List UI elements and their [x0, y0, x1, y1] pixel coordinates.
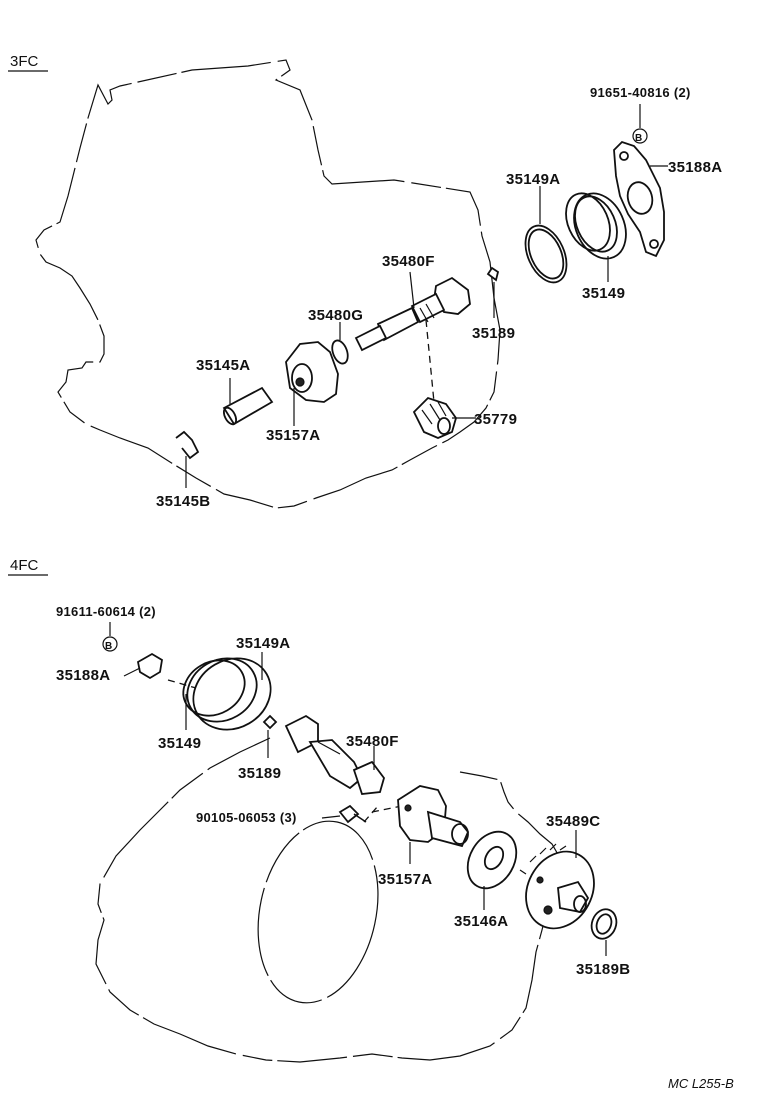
part-35189-clip	[486, 266, 500, 282]
case-bore-outline	[257, 820, 379, 1004]
bolt-spec-91611: 91611-60614 (2)	[56, 604, 156, 619]
bolt-marker-b-letter: B	[105, 641, 113, 652]
alignment-line-gear	[425, 319, 435, 403]
transaxle-case-outline-4fc	[95, 737, 561, 1063]
transaxle-case-outline-3fc	[35, 59, 501, 509]
diagram-code: MC L255-B	[668, 1076, 734, 1091]
part-35157a-sleeve	[397, 785, 470, 848]
section-title-4fc: 4FC	[10, 557, 39, 574]
bolt-marker-b	[102, 636, 118, 652]
part-35149-sleeve	[182, 657, 272, 731]
label-35489c: 35489C	[546, 813, 600, 830]
label-35157a: 35157A	[266, 427, 320, 444]
label-35188a: 35188A	[56, 667, 110, 684]
label-35188a: 35188A	[668, 159, 722, 176]
label-35480f: 35480F	[382, 253, 435, 270]
section-3fc: 3FC 91651-40816 (2) B 35188A 35149A	[8, 53, 722, 510]
section-4fc: 4FC 91611-60614 (2) B 35188A 35149A 3514…	[8, 557, 630, 1063]
part-35188a-bracket	[136, 652, 163, 680]
part-35145b-clip	[175, 430, 200, 460]
label-35480g: 35480G	[308, 307, 363, 324]
label-35145b: 35145B	[156, 493, 210, 510]
label-35189b: 35189B	[576, 961, 630, 978]
part-35480f-shaft	[354, 276, 471, 352]
part-35779-gear	[412, 396, 457, 439]
label-35146a: 35146A	[454, 913, 508, 930]
leader-bolt2	[321, 815, 341, 819]
bolt-marker-b	[632, 128, 648, 144]
bolt-marker-b-letter: B	[635, 133, 643, 144]
bolt-spec-90105: 90105-06053 (3)	[196, 810, 297, 825]
label-35149: 35149	[158, 735, 201, 752]
part-35489c-gear	[519, 843, 595, 930]
leader-35480f	[409, 271, 415, 309]
label-35779: 35779	[474, 411, 517, 428]
part-35146a-plate	[466, 830, 518, 890]
part-35188a-bracket	[613, 140, 665, 258]
part-bolt-90105	[338, 804, 367, 824]
label-35149a: 35149A	[236, 635, 290, 652]
label-35189: 35189	[472, 325, 515, 342]
part-35189b-ring	[590, 908, 618, 940]
label-35157a: 35157A	[378, 871, 432, 888]
leader-35188a	[123, 667, 141, 677]
section-title-3fc: 3FC	[10, 53, 39, 70]
label-35145a: 35145A	[196, 357, 250, 374]
alignment-line-bracket	[167, 679, 197, 689]
part-35480f-shaft	[284, 714, 385, 795]
label-35480f: 35480F	[346, 733, 399, 750]
label-35149: 35149	[582, 285, 625, 302]
part-35145a-pin	[222, 386, 274, 426]
alignment-line-shaft	[371, 805, 403, 813]
part-35149-sleeve	[565, 192, 627, 260]
part-35157a-sleeve	[285, 341, 339, 403]
part-35480g-oring	[331, 339, 349, 365]
part-35189-clip	[262, 714, 278, 730]
bolt-spec-91651: 91651-40816 (2)	[590, 85, 691, 100]
part-35149a-oring	[524, 224, 568, 284]
label-35189: 35189	[238, 765, 281, 782]
alignment-line-bolt	[363, 805, 379, 823]
label-35149a: 35149A	[506, 171, 560, 188]
